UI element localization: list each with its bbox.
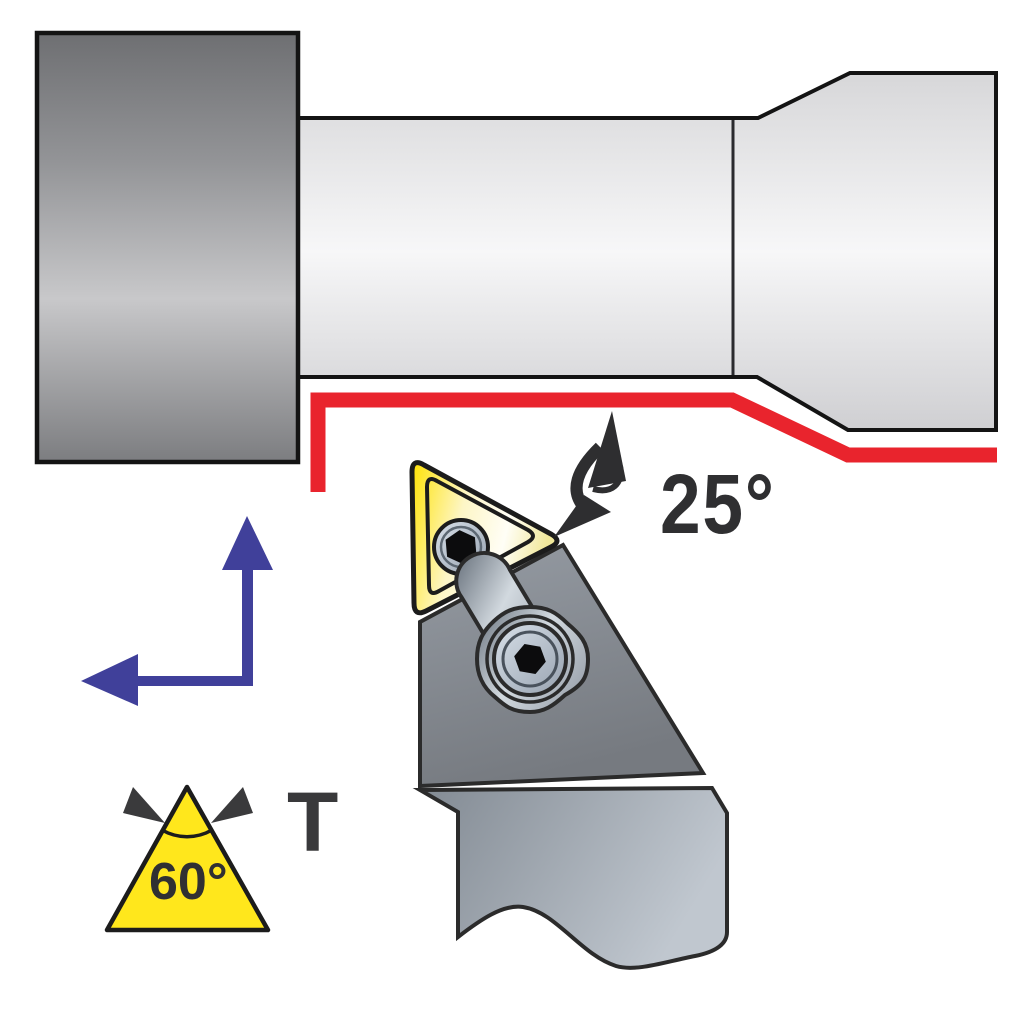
angle-arc [161, 828, 213, 839]
chuck [34, 30, 301, 465]
clamp-screw-icon [474, 604, 591, 715]
pointer-arrow-right-icon [211, 787, 253, 823]
insert-angle-label: 60° [149, 853, 228, 911]
insert-shape-code-label: T [287, 775, 339, 869]
lead-angle-label: 25° [660, 457, 776, 551]
workpiece [294, 71, 998, 432]
insert-inner-line [424, 477, 535, 595]
lead-angle-arrow-icon [554, 411, 626, 537]
toolpath-line [310, 392, 997, 492]
insert-shape-triangle-icon [104, 784, 271, 933]
feed-direction-arrow-icon [81, 516, 273, 706]
tool-shank [412, 785, 729, 970]
pointer-arrow-left-icon [123, 787, 165, 823]
